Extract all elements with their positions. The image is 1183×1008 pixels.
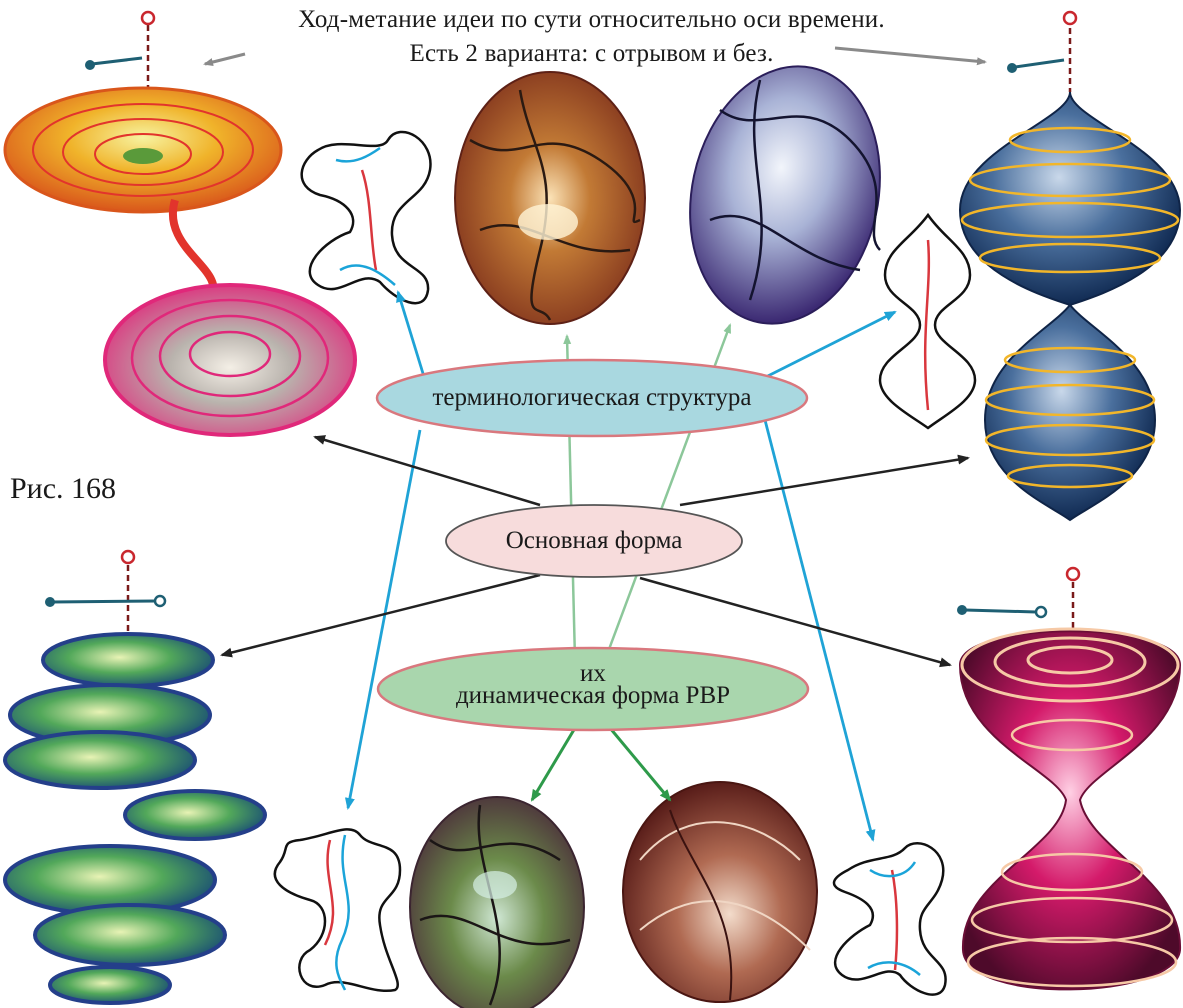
outline-shape-wavy-bottom xyxy=(275,829,400,990)
arrow-blue-to-top-left-shape xyxy=(398,292,425,380)
outline-shape-x-bottom xyxy=(834,843,946,994)
egg-brown xyxy=(455,72,645,324)
egg-copper xyxy=(623,782,817,1002)
egg-blue xyxy=(667,49,903,342)
node-dynamic-label-line2: динамическая форма РВР xyxy=(378,684,808,708)
arrow-green-to-egg-copper xyxy=(610,728,670,800)
outline-shape-x-top xyxy=(302,132,431,303)
header-line-2: Есть 2 варианта: с отрывом и без. xyxy=(0,40,1183,68)
arrow-blue-to-bottom-left-shape xyxy=(348,430,420,808)
outline-shape-vase-right xyxy=(880,215,975,428)
hourglass-magenta xyxy=(957,568,1180,989)
double-sphere-blue xyxy=(960,12,1180,520)
node-basic-form-label: Основная форма xyxy=(446,529,742,553)
arrow-black-to-top-right xyxy=(680,458,968,505)
arrow-black-to-top-left xyxy=(315,437,540,505)
egg-green xyxy=(410,797,584,1008)
stack-green-discs xyxy=(5,551,265,1003)
header-line-1: Ход-метание идеи по сути относительно ос… xyxy=(0,6,1183,34)
vortex-orange-pink xyxy=(5,12,355,435)
node-terminology-label: терминологическая структура xyxy=(377,386,807,410)
arrow-green-to-egg-green xyxy=(532,728,575,800)
figure-label: Рис. 168 xyxy=(10,472,116,506)
arrow-black-to-bottom-left xyxy=(222,575,540,655)
